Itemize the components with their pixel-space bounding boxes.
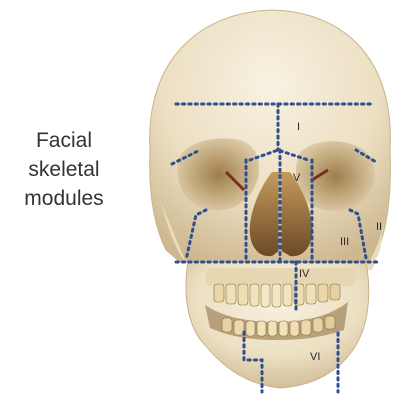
maxilla [206, 268, 356, 286]
module-label-vi: VI [310, 351, 320, 363]
module-label-iv: IV [299, 268, 310, 280]
module-label-v: V [293, 172, 301, 184]
module-label-iii: III [340, 236, 349, 248]
right-orbit [296, 141, 375, 211]
module-label-ii: II [376, 221, 382, 233]
module-label-i: I [297, 121, 300, 133]
